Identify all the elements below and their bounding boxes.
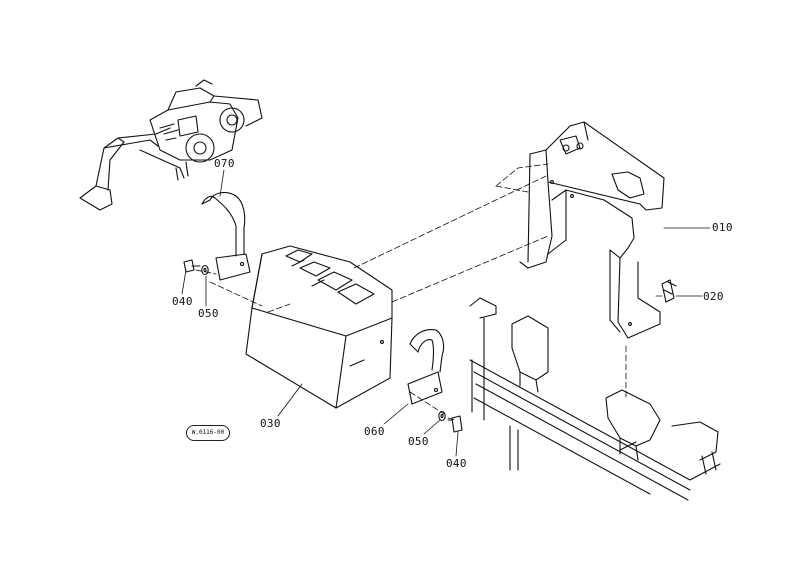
callout-060: 060	[364, 425, 385, 438]
bracket-070	[201, 191, 251, 281]
callout-030: 030	[260, 417, 281, 430]
tractor-thumbnail	[79, 79, 263, 211]
leader-lines	[181, 169, 711, 457]
drawing-code-stamp: W.0116-00	[186, 425, 230, 441]
frame-rails	[469, 297, 721, 501]
callout-040-right: 040	[446, 457, 467, 470]
bolt-020	[661, 279, 677, 303]
bolt-040-left	[183, 259, 201, 273]
callout-020: 020	[703, 290, 724, 303]
assembly-lines	[195, 163, 665, 421]
washer-050-right	[438, 410, 446, 422]
callout-050-right: 050	[408, 435, 429, 448]
washer-050-left	[201, 264, 209, 276]
bracket-060	[407, 329, 445, 405]
bolt-040-right	[447, 415, 463, 433]
callout-050-left: 050	[198, 307, 219, 320]
cover-030	[245, 245, 393, 409]
callout-040-left: 040	[172, 295, 193, 308]
callout-070: 070	[214, 157, 235, 170]
callout-010: 010	[712, 221, 733, 234]
frame-010	[519, 121, 665, 339]
